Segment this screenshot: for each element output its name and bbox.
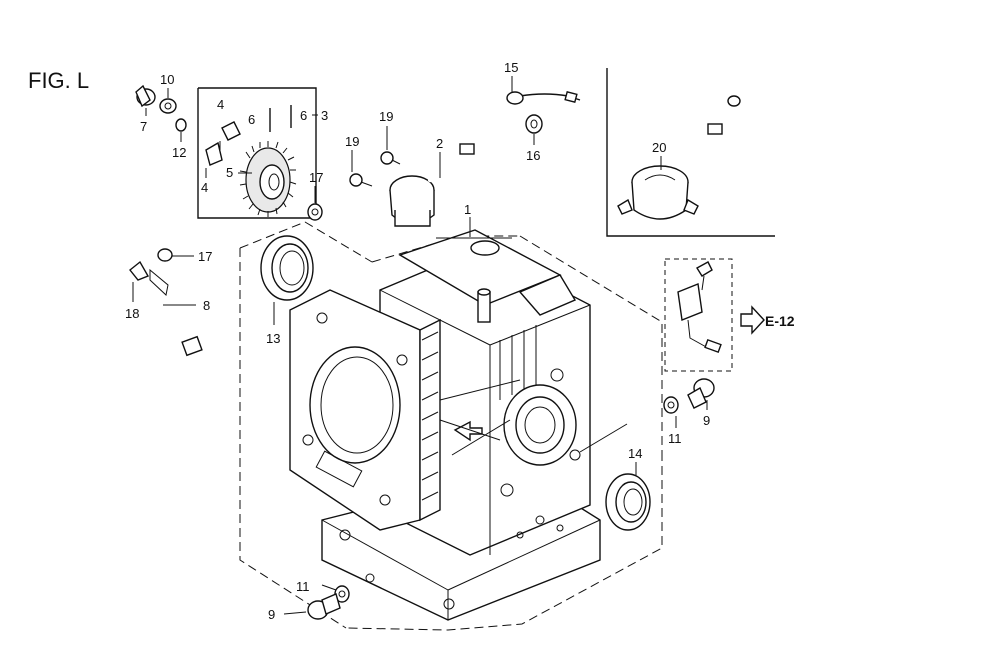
- callout-6a: 6: [248, 112, 255, 127]
- clip-18: [129, 260, 150, 281]
- callout-6b: 6: [300, 108, 307, 123]
- callout-7: 7: [140, 119, 147, 134]
- bolt-9-right: [687, 378, 715, 409]
- callout-19b: 19: [345, 134, 359, 149]
- washer-11-right: [663, 396, 679, 414]
- callout-20: 20: [652, 140, 666, 155]
- crankcase-body: [289, 229, 601, 621]
- callout-17b: 17: [198, 249, 212, 264]
- callout-12: 12: [172, 145, 186, 160]
- callout-18: 18: [125, 306, 139, 321]
- figure-title: FIG. L: [28, 68, 89, 93]
- callout-2: 2: [436, 136, 443, 151]
- inset-part-20: [606, 66, 794, 237]
- callout-11b: 11: [296, 579, 310, 594]
- oil-seal-13: [260, 235, 314, 301]
- wire-15: [506, 90, 581, 105]
- oil-pump-gear-group: [197, 87, 317, 219]
- callout-4b: 4: [201, 180, 208, 195]
- callout-17a: 17: [309, 170, 323, 185]
- callout-10: 10: [160, 72, 174, 87]
- bolt-19-a: [380, 151, 401, 165]
- nut-16: [525, 114, 543, 134]
- callout-15: 15: [504, 60, 518, 75]
- oil-seal-14: [605, 473, 651, 531]
- drain-bolt-7: [135, 84, 156, 108]
- nut-17-upper: [307, 203, 323, 221]
- washer-10: [159, 98, 177, 114]
- nut-17-left: [157, 248, 173, 262]
- bolt-9-bottom: [307, 593, 341, 620]
- bolt-19-b: [349, 173, 373, 187]
- callout-3: 3: [321, 108, 328, 123]
- callout-16: 16: [526, 148, 540, 163]
- o-ring-12: [175, 118, 187, 132]
- callout-5: 5: [226, 165, 233, 180]
- reference-arrow-icon: [740, 305, 765, 335]
- oil-alert-unit-2: [389, 93, 523, 227]
- ignition-coil-detail: [664, 258, 765, 372]
- callout-1: 1: [464, 202, 471, 217]
- callout-13: 13: [266, 331, 280, 346]
- callout-4a: 4: [217, 97, 224, 112]
- callout-9a: 9: [703, 413, 710, 428]
- callout-14: 14: [628, 446, 642, 461]
- callout-9b: 9: [268, 607, 275, 622]
- callout-8: 8: [203, 298, 210, 313]
- leader-lines: [132, 76, 708, 615]
- reference-label: E-12: [765, 313, 795, 329]
- callout-19a: 19: [379, 109, 393, 124]
- pipe-8: [149, 268, 203, 357]
- callout-11a: 11: [668, 431, 682, 446]
- callout-labels: 1 2 3 4 4 5 6 6 7 8 9 9 10 11 11 12 13 1…: [125, 60, 710, 622]
